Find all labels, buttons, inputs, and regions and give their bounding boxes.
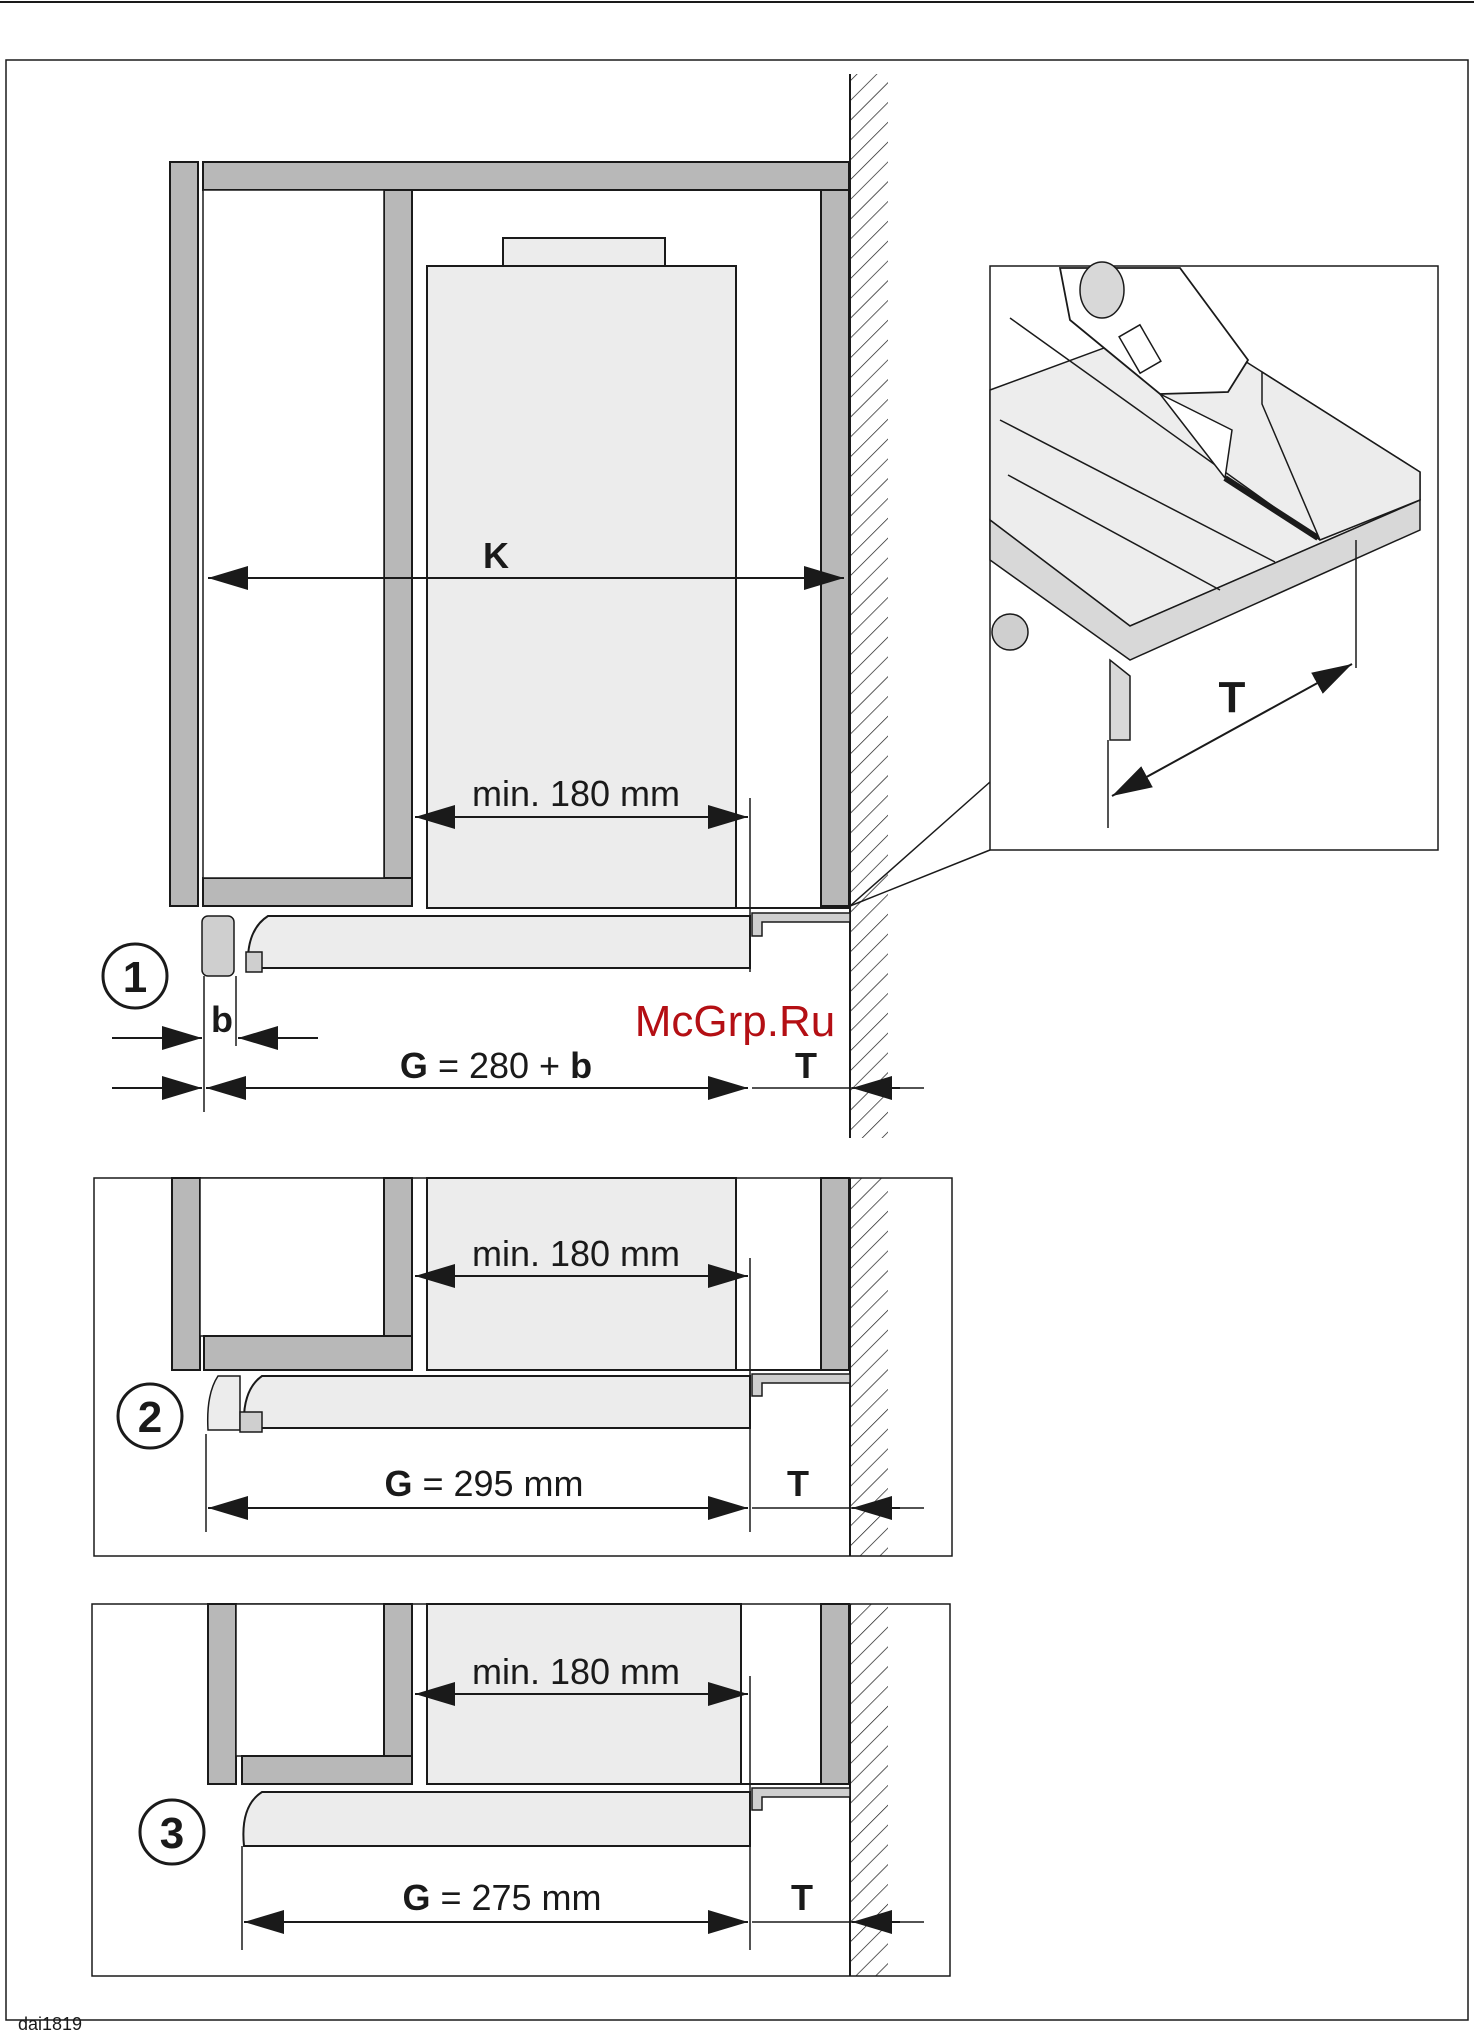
figure-code: dai1819 <box>18 2014 82 2034</box>
knife-button <box>1080 262 1124 318</box>
variant-3: min. 180 mm 3 G = 275 mm T <box>92 1604 950 1976</box>
step-number-2: 2 <box>138 1393 162 1442</box>
v3-min-label: min. 180 mm <box>472 1651 680 1692</box>
v2-plinth-strip <box>244 1376 750 1428</box>
cabinet-top-panel <box>203 162 849 190</box>
v3-cabinet-inner <box>236 1604 384 1756</box>
screw-head <box>992 614 1028 650</box>
cabinet-inner-left <box>203 190 384 878</box>
v2-cabinet-shelf <box>204 1336 412 1370</box>
v2-appliance-body <box>427 1178 736 1370</box>
v2-plinth-clip <box>240 1412 262 1432</box>
main-view: K min. 180 mm 1 b G = 280 + b T <box>103 74 924 1138</box>
v3-t-label: T <box>791 1877 813 1918</box>
cabinet-bottom-shelf <box>203 878 412 906</box>
step-number-3: 3 <box>160 1809 184 1858</box>
watermark: McGrp.Ru <box>635 997 835 1046</box>
cabinet-divider <box>384 190 412 878</box>
v3-cabinet-left <box>208 1604 236 1784</box>
detail-t-label: T <box>1219 673 1246 722</box>
v3-wall-hatch <box>850 1604 888 1976</box>
plinth-profile <box>752 913 850 936</box>
v2-cabinet-divider <box>384 1178 412 1336</box>
plinth-strip <box>248 916 750 968</box>
plinth-clip <box>246 952 262 972</box>
v2-cabinet-left <box>172 1178 200 1370</box>
min-label: min. 180 mm <box>472 773 680 814</box>
v2-wall-hatch <box>850 1178 888 1556</box>
appliance-top-block <box>503 238 665 266</box>
v2-cabinet-right <box>821 1178 849 1370</box>
v2-min-label: min. 180 mm <box>472 1233 680 1274</box>
cabinet-right-panel <box>821 190 849 906</box>
b-label: b <box>211 999 233 1040</box>
variant-2: min. 180 mm 2 G = 295 mm T <box>94 1178 952 1556</box>
v3-cabinet-divider <box>384 1604 412 1756</box>
v2-t-label: T <box>787 1463 809 1504</box>
detail-inset: T <box>850 262 1438 906</box>
v3-g-expression: G = 275 mm <box>402 1877 601 1918</box>
step-number-1: 1 <box>123 953 147 1002</box>
k-label: K <box>483 535 509 576</box>
g-expression: G = 280 + b <box>400 1045 592 1086</box>
v2-cabinet-inner <box>200 1178 384 1336</box>
v3-plinth-strip <box>243 1792 750 1846</box>
cabinet-left-panel <box>170 162 198 906</box>
v3-cabinet-right <box>821 1604 849 1784</box>
v3-cabinet-shelf <box>242 1756 412 1784</box>
wall-hatch <box>850 74 888 1138</box>
v2-g-expression: G = 295 mm <box>384 1463 583 1504</box>
door-trim-b <box>202 916 234 976</box>
t-label: T <box>795 1045 817 1086</box>
